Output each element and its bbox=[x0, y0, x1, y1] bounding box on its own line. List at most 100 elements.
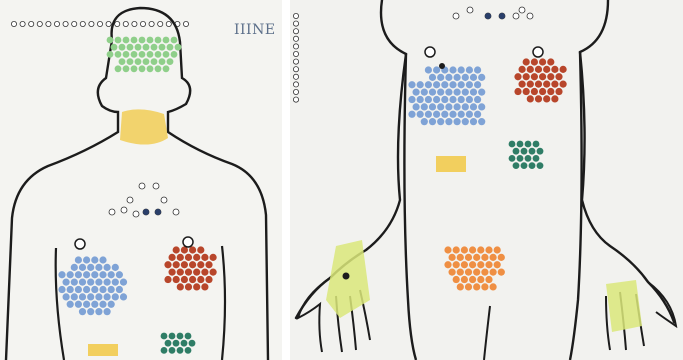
neck-yellow-patch bbox=[120, 109, 168, 144]
marker-dot bbox=[63, 293, 70, 300]
marker-dot bbox=[159, 44, 166, 51]
marker-dot bbox=[193, 254, 200, 261]
marker-dot bbox=[99, 256, 106, 263]
marker-dot bbox=[104, 308, 111, 315]
marker-dot bbox=[173, 246, 180, 253]
marker-dot bbox=[91, 301, 98, 308]
marker-dot bbox=[169, 347, 176, 354]
marker-dot bbox=[473, 283, 480, 290]
marker-dot bbox=[189, 340, 196, 347]
marker-dot bbox=[193, 283, 200, 290]
marker-dot bbox=[408, 96, 415, 103]
marker-dot bbox=[173, 261, 180, 268]
marker-dot bbox=[293, 51, 298, 56]
marker-dot bbox=[80, 21, 85, 26]
marker-dot bbox=[449, 254, 456, 261]
marker-dot bbox=[527, 95, 534, 102]
front-yellow-mark bbox=[436, 156, 466, 172]
marker-dot bbox=[555, 73, 562, 80]
marker-dot bbox=[177, 283, 184, 290]
marker-dot bbox=[521, 148, 528, 155]
panel-front-view bbox=[290, 0, 683, 360]
marker-dot bbox=[79, 279, 86, 286]
marker-dot bbox=[112, 264, 119, 271]
marker-dot bbox=[461, 261, 468, 268]
marker-dot bbox=[58, 286, 65, 293]
marker-dot bbox=[481, 254, 488, 261]
marker-dot bbox=[539, 73, 546, 80]
marker-dot bbox=[444, 261, 451, 268]
marker-dot bbox=[429, 89, 436, 96]
marker-dot bbox=[417, 81, 424, 88]
marker-dot bbox=[104, 264, 111, 271]
marker-dot bbox=[155, 51, 162, 58]
marker-dot bbox=[429, 74, 436, 81]
marker-dot bbox=[485, 246, 492, 253]
marker-dot bbox=[151, 58, 158, 65]
marker-dot bbox=[458, 96, 465, 103]
marker-dot bbox=[408, 111, 415, 118]
marker-dot bbox=[509, 141, 516, 148]
marker-dot bbox=[523, 88, 530, 95]
marker-dot bbox=[527, 81, 534, 88]
marker-dot bbox=[123, 51, 130, 58]
marker-dot bbox=[161, 333, 168, 340]
marker-dot bbox=[131, 65, 138, 72]
marker-dot bbox=[91, 271, 98, 278]
marker-dot bbox=[147, 65, 154, 72]
marker-dot bbox=[453, 246, 460, 253]
marker-dot bbox=[478, 103, 485, 110]
marker-dot bbox=[523, 73, 530, 80]
marker-dot bbox=[107, 37, 114, 44]
marker-dot bbox=[477, 276, 484, 283]
marker-dot bbox=[533, 141, 540, 148]
marker-dot bbox=[514, 88, 521, 95]
marker-dot bbox=[79, 308, 86, 315]
marker-dot bbox=[477, 246, 484, 253]
marker-dot bbox=[115, 37, 122, 44]
marker-dot bbox=[139, 65, 146, 72]
marker-dot bbox=[99, 301, 106, 308]
marker-dot bbox=[498, 269, 505, 276]
marker-dot bbox=[79, 293, 86, 300]
marker-dot bbox=[87, 264, 94, 271]
marker-dot bbox=[531, 73, 538, 80]
marker-dot bbox=[169, 269, 176, 276]
marker-dot bbox=[457, 254, 464, 261]
marker-dot bbox=[531, 88, 538, 95]
marker-dot bbox=[429, 118, 436, 125]
marker-dot bbox=[95, 279, 102, 286]
marker-dot bbox=[521, 162, 528, 169]
marker-dot bbox=[185, 254, 192, 261]
back-teal-cluster bbox=[161, 333, 196, 354]
marker-dot bbox=[458, 81, 465, 88]
marker-dot bbox=[433, 96, 440, 103]
marker-dot bbox=[63, 279, 70, 286]
marker-dot bbox=[112, 279, 119, 286]
marker-dot bbox=[83, 271, 90, 278]
marker-dot bbox=[441, 96, 448, 103]
marker-dot bbox=[164, 276, 171, 283]
marker-dot bbox=[513, 13, 519, 19]
marker-dot bbox=[108, 301, 115, 308]
front-view-drawing bbox=[290, 0, 683, 360]
marker-dot bbox=[293, 97, 298, 102]
marker-dot bbox=[177, 269, 184, 276]
marker-dot bbox=[513, 162, 520, 169]
marker-dot bbox=[523, 58, 530, 65]
marker-dot bbox=[465, 283, 472, 290]
marker-dot bbox=[551, 66, 558, 73]
marker-dot bbox=[72, 21, 77, 26]
marker-dot bbox=[112, 293, 119, 300]
marker-dot bbox=[11, 21, 16, 26]
marker-dot bbox=[127, 58, 134, 65]
marker-dot bbox=[433, 81, 440, 88]
marker-dot bbox=[147, 51, 154, 58]
marker-dot bbox=[193, 269, 200, 276]
marker-dot bbox=[437, 74, 444, 81]
marker-dot bbox=[470, 89, 477, 96]
marker-dot bbox=[539, 58, 546, 65]
marker-dot bbox=[519, 81, 526, 88]
marker-dot bbox=[115, 65, 122, 72]
